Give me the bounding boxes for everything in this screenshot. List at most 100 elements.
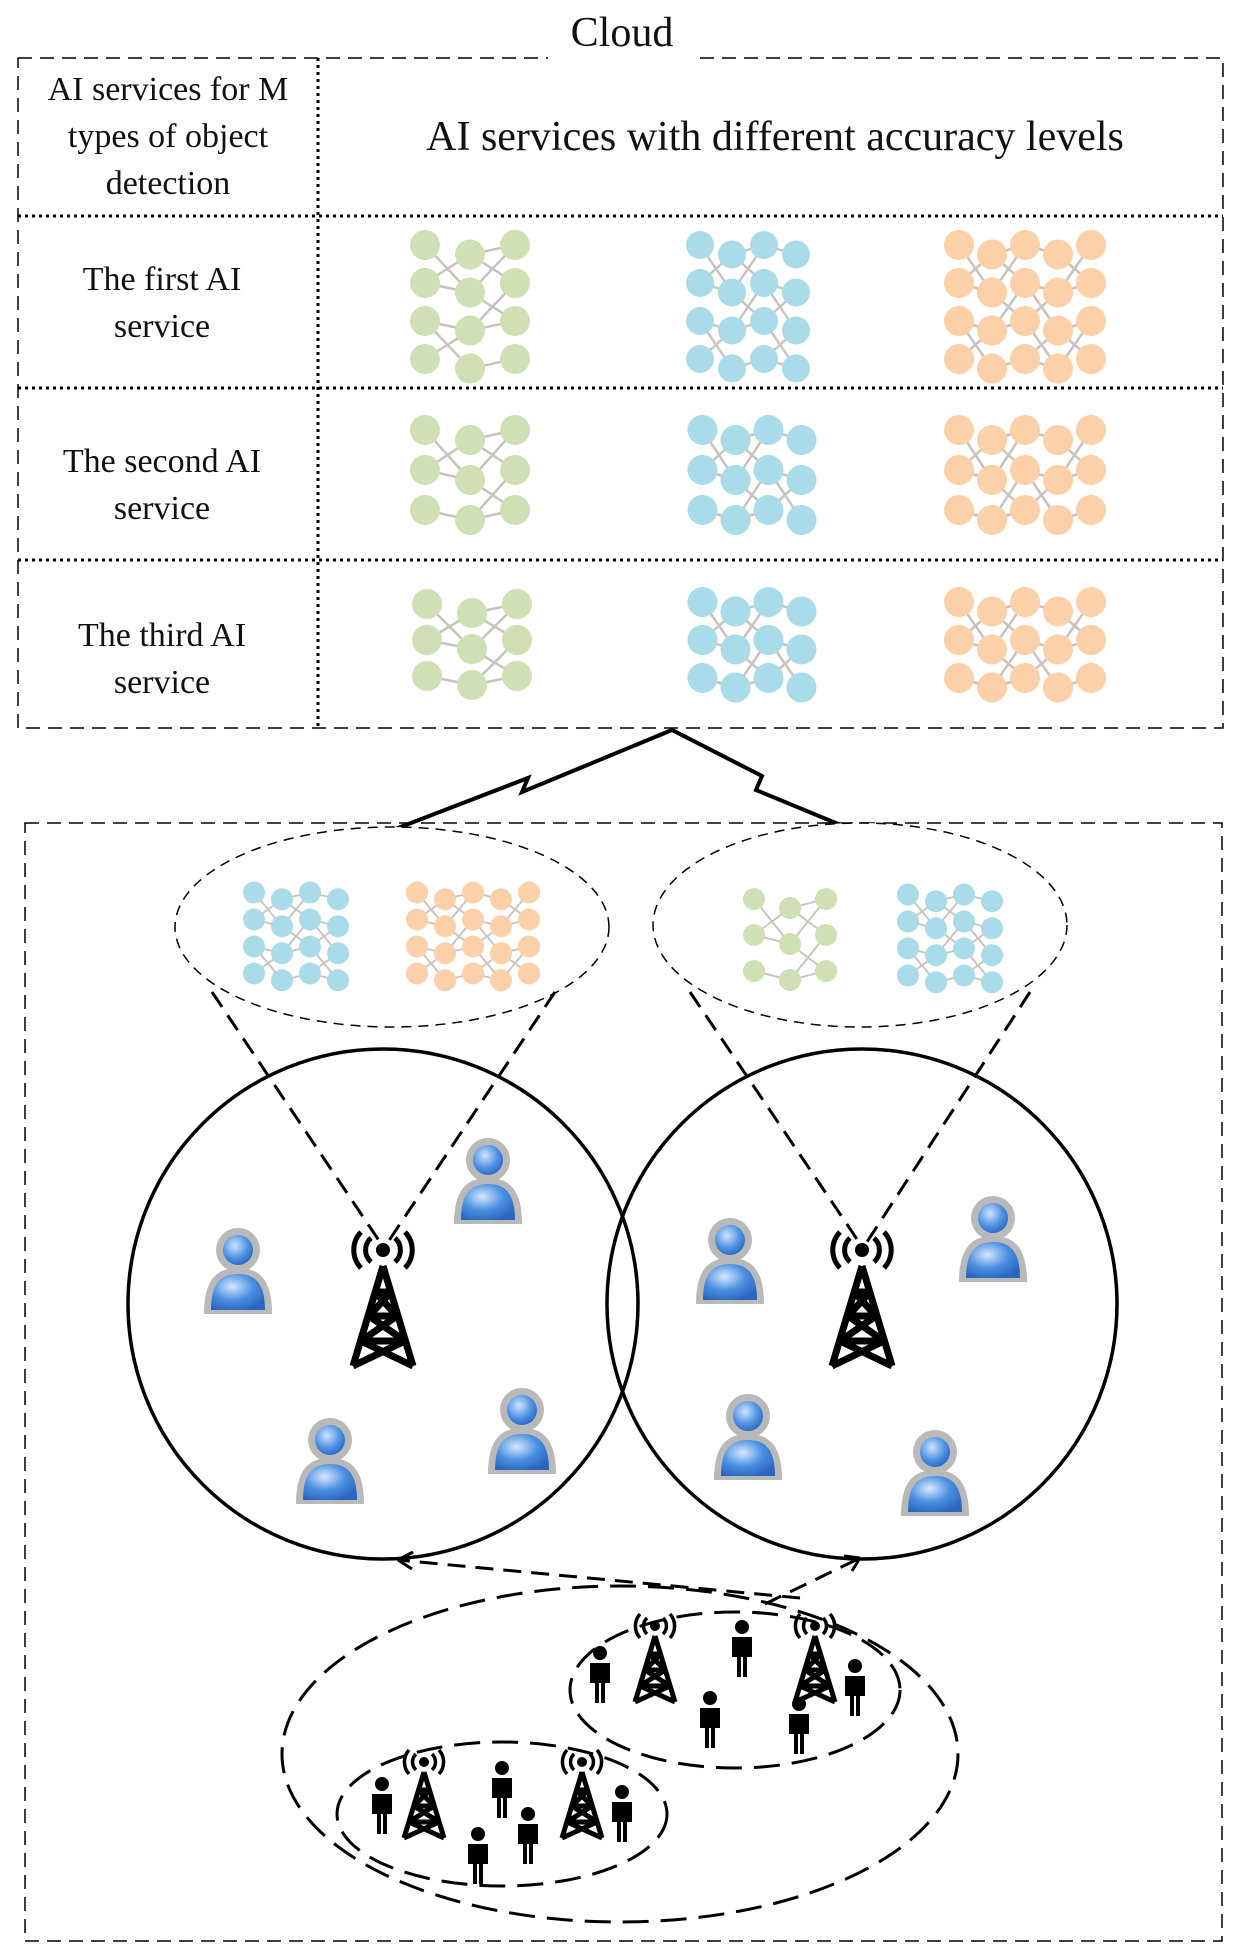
user-icon — [488, 1388, 556, 1474]
network-node — [1010, 455, 1040, 485]
network-node — [406, 881, 428, 904]
person-icon — [612, 1785, 632, 1842]
network-node — [500, 344, 530, 374]
network-node — [271, 969, 293, 992]
row-label-second: The second AI service — [63, 443, 261, 527]
ai-model-small — [410, 415, 530, 535]
network-node — [786, 672, 817, 703]
network-node — [981, 944, 1003, 967]
network-node — [299, 935, 321, 958]
row-label-first: The first AI service — [83, 261, 242, 345]
network-node — [743, 924, 765, 946]
network-node — [779, 933, 801, 955]
network-node — [786, 425, 817, 455]
cloud-section: Cloud AI services for M types of object … — [17, 10, 1224, 729]
network-node — [779, 969, 801, 991]
network-node — [410, 495, 440, 525]
network-node — [1043, 277, 1073, 308]
network-node — [897, 910, 919, 933]
network-node — [1076, 455, 1106, 485]
ai-model-medium — [687, 415, 817, 535]
network-node — [1076, 625, 1106, 655]
network-node — [977, 353, 1007, 384]
row-label-line: service — [114, 308, 210, 345]
network-node — [753, 415, 784, 445]
user-icon — [901, 1430, 969, 1516]
network-node — [953, 937, 975, 960]
network-node — [786, 505, 817, 535]
cloud-title: Cloud — [571, 10, 674, 56]
network-node — [1043, 634, 1073, 665]
cached-model-medium — [897, 883, 1003, 994]
network-node — [981, 971, 1003, 994]
ai-model-large — [944, 230, 1106, 384]
network-node — [1043, 425, 1073, 455]
network-node — [815, 960, 837, 982]
network-node — [786, 634, 817, 665]
header-left-line: types of object — [68, 118, 269, 155]
network-node — [327, 915, 349, 938]
network-node — [462, 881, 484, 904]
person-icon — [845, 1659, 865, 1716]
network-node — [412, 625, 442, 655]
person-icon — [518, 1807, 538, 1864]
row-label-line: service — [114, 490, 210, 527]
network-node — [518, 881, 540, 904]
network-node — [753, 455, 784, 485]
network-node — [720, 425, 751, 455]
person-icon — [789, 1697, 809, 1754]
network-node — [686, 231, 714, 259]
tower-icon — [353, 1232, 413, 1366]
network-node — [977, 315, 1007, 346]
network-node — [977, 505, 1007, 535]
edge-box — [24, 822, 1223, 1942]
network-node — [718, 316, 746, 345]
network-node — [953, 883, 975, 906]
network-node — [243, 935, 265, 958]
row-label-line: service — [114, 664, 210, 701]
network-node — [687, 663, 718, 693]
person-icon — [372, 1777, 392, 1834]
cell-group-ellipse-lower — [335, 1740, 669, 1888]
network-node — [327, 888, 349, 911]
network-node — [718, 278, 746, 307]
network-node — [455, 505, 485, 535]
user-icon — [696, 1218, 764, 1304]
network-node — [977, 672, 1007, 703]
network-node — [299, 908, 321, 931]
ai-model-large — [944, 415, 1106, 535]
network-node — [410, 344, 440, 374]
coverage-circle-right — [605, 1047, 1119, 1561]
network-node — [981, 917, 1003, 940]
network-node — [718, 354, 746, 383]
network-node — [1010, 415, 1040, 445]
edge-section — [24, 822, 1223, 1942]
network-node — [434, 942, 456, 965]
network-node — [750, 231, 778, 259]
network-node — [953, 964, 975, 987]
network-node — [750, 307, 778, 335]
network-node — [1076, 587, 1106, 617]
network-node — [1043, 353, 1073, 384]
network-node — [243, 881, 265, 904]
person-icon — [700, 1691, 720, 1748]
row-label-line: The third AI — [78, 617, 246, 654]
network-node — [299, 962, 321, 985]
network-node — [720, 465, 751, 495]
network-node — [925, 890, 947, 913]
network-node — [1010, 230, 1040, 260]
user-icon — [204, 1228, 272, 1314]
network-node — [977, 596, 1007, 627]
network-node — [925, 944, 947, 967]
network-node — [455, 353, 485, 384]
network-node — [753, 663, 784, 693]
network-node — [779, 897, 801, 919]
network-node — [462, 962, 484, 985]
table-header-left: AI services for M types of object detect… — [48, 71, 289, 202]
network-node — [271, 942, 293, 965]
network-node — [412, 661, 442, 691]
network-node — [518, 908, 540, 931]
network-node — [944, 663, 974, 693]
network-node — [1076, 306, 1106, 336]
network-node — [327, 942, 349, 965]
